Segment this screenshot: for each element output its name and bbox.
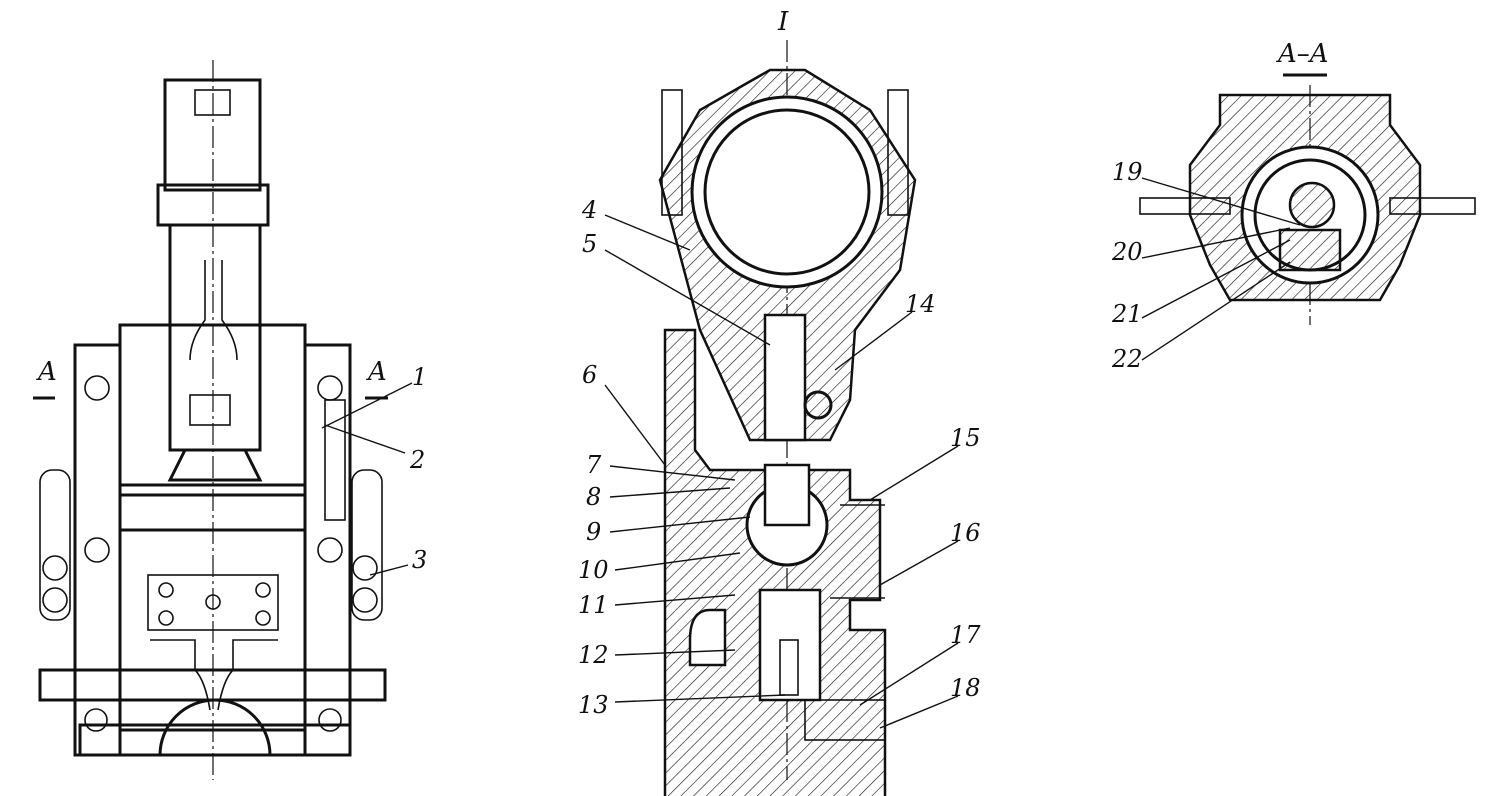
section-mark-left: A bbox=[36, 357, 57, 387]
callout-2: 2 bbox=[409, 446, 425, 474]
section-mark-right: A bbox=[366, 357, 387, 387]
callout-7: 7 bbox=[586, 451, 602, 479]
callout-14: 14 bbox=[905, 290, 936, 318]
callout-16: 16 bbox=[950, 519, 981, 547]
callout-8: 8 bbox=[586, 483, 601, 511]
callout-21: 21 bbox=[1111, 300, 1143, 328]
callout-12: 12 bbox=[578, 641, 609, 669]
callout-11: 11 bbox=[578, 591, 609, 619]
callout-1: 1 bbox=[412, 363, 427, 391]
callout-17: 17 bbox=[950, 621, 981, 649]
callout-10: 10 bbox=[578, 556, 609, 584]
leader-lines bbox=[321, 177, 1301, 729]
callout-15: 15 bbox=[950, 424, 981, 452]
callout-4: 4 bbox=[581, 196, 597, 224]
callout-5: 5 bbox=[582, 230, 597, 258]
front-view bbox=[33, 60, 388, 780]
callouts: 1 2 3 4 5 6 7 8 9 10 11 12 13 14 15 16 1… bbox=[409, 158, 1143, 719]
callout-22: 22 bbox=[1111, 345, 1143, 373]
callout-19: 19 bbox=[1112, 158, 1143, 186]
section-view-I bbox=[658, 40, 917, 796]
callout-6: 6 bbox=[582, 361, 597, 389]
callout-13: 13 bbox=[578, 691, 609, 719]
view-title: I bbox=[777, 7, 789, 37]
callout-18: 18 bbox=[950, 674, 981, 702]
section-view-A-A bbox=[1139, 73, 1476, 325]
callout-9: 9 bbox=[586, 518, 601, 546]
callout-20: 20 bbox=[1111, 238, 1143, 266]
callout-3: 3 bbox=[412, 546, 427, 574]
section-title: A–A bbox=[1276, 39, 1329, 69]
